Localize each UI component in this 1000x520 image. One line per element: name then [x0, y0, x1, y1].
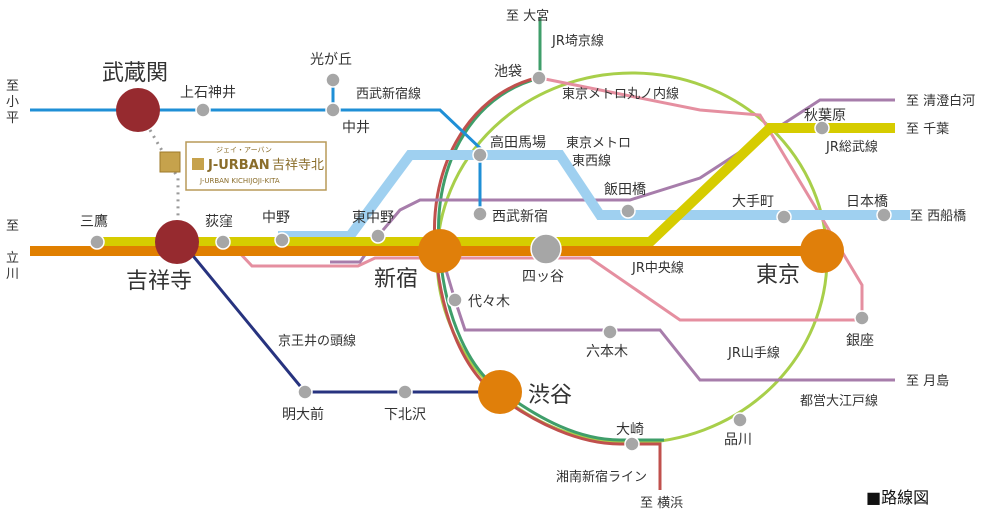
marunouchi-line-west — [233, 246, 862, 322]
station-meidaimae[interactable] — [297, 384, 313, 400]
label-seibushinjuku: 西武新宿 — [492, 208, 548, 225]
label-otemachi: 大手町 — [732, 194, 774, 210]
property-name: J-URBAN — [207, 158, 270, 173]
property-name-en: J-URBAN KICHIJOJI-KITA — [199, 177, 280, 185]
label-akihabara: 秋葉原 — [804, 108, 846, 124]
dest-tsukishima: 至 月島 — [906, 374, 949, 389]
station-shinjuku[interactable] — [418, 229, 462, 273]
station-nakai[interactable] — [325, 102, 341, 118]
line-name-oedo: 都営大江戸線 — [800, 393, 878, 409]
station-osaki[interactable] — [624, 436, 640, 452]
label-shinagawa: 品川 — [724, 432, 752, 448]
station-seibushinjuku[interactable] — [472, 206, 488, 222]
label-nihonbashi: 日本橋 — [846, 194, 888, 210]
label-ginza: 銀座 — [846, 333, 874, 349]
sobu-line — [92, 123, 895, 247]
station-ginza[interactable] — [854, 310, 870, 326]
station-kamishakujii[interactable] — [195, 102, 211, 118]
saikyo-line — [437, 18, 664, 442]
label-yoyogi: 代々木 — [468, 294, 510, 310]
label-roppongi: 六本木 — [586, 344, 628, 360]
label-ikebukuro: 池袋 — [494, 64, 522, 80]
station-shibuya[interactable] — [478, 370, 522, 414]
line-name-inokashira: 京王井の頭線 — [278, 333, 356, 349]
dest-kodaira-2: 小 — [6, 95, 19, 110]
station-otemachi[interactable] — [776, 209, 792, 225]
station-tokyo[interactable] — [800, 229, 844, 273]
station-ikebukuro[interactable] — [531, 70, 547, 86]
line-name-tozai-1: 東京メトロ — [566, 135, 631, 151]
station-shinagawa[interactable] — [732, 412, 748, 428]
dest-kiyosumi: 至 清澄白河 — [906, 93, 975, 109]
label-takadanobaba: 高田馬場 — [490, 134, 546, 151]
dest-chiba: 至 千葉 — [906, 122, 949, 137]
line-name-yamanote: JR山手線 — [727, 345, 780, 361]
station-nakano[interactable] — [274, 232, 290, 248]
dest-nishifunabashi: 至 西船橋 — [910, 209, 966, 224]
label-tokyo: 東京 — [756, 263, 800, 288]
dest-tachikawa-2: 立 — [6, 251, 19, 266]
marunouchi-line — [539, 76, 864, 318]
dotted-connector — [148, 129, 180, 228]
property-ruby: ジェイ・アーバン — [216, 146, 272, 154]
dest-tachikawa-1: 至 — [6, 219, 19, 234]
oedo-line-south — [438, 249, 895, 382]
station-hikarigaoka[interactable] — [325, 72, 341, 88]
station-musashiseki[interactable] — [116, 88, 160, 132]
dest-kodaira-3: 平 — [6, 111, 19, 126]
station-higashinakano[interactable] — [370, 228, 386, 244]
label-shinjuku: 新宿 — [374, 267, 418, 292]
label-musashiseki: 武蔵関 — [102, 61, 168, 86]
station-nihonbashi[interactable] — [876, 207, 892, 223]
station-roppongi[interactable] — [602, 324, 618, 340]
dest-tachikawa-3: 川 — [6, 267, 19, 282]
label-nakano: 中野 — [262, 210, 290, 226]
label-yotsuya: 四ッ谷 — [522, 269, 564, 285]
label-shimokitazawa: 下北沢 — [384, 407, 426, 423]
label-kichijoji: 吉祥寺 — [126, 269, 192, 294]
label-hikarigaoka: 光が丘 — [310, 52, 352, 68]
station-mitaka[interactable] — [89, 234, 105, 250]
seibu-shinjuku-line — [30, 108, 482, 214]
station-akihabara[interactable] — [814, 120, 830, 136]
label-ogikubo: 荻窪 — [205, 213, 233, 230]
line-name-tozai-2: 東西線 — [572, 153, 611, 169]
label-iidabashi: 飯田橋 — [604, 181, 646, 198]
dest-kodaira-1: 至 — [6, 79, 19, 94]
line-name-seibu-shinjuku: 西武新宿線 — [356, 86, 421, 102]
line-name-marunouchi: 東京メトロ丸ノ内線 — [562, 86, 679, 102]
station-ogikubo[interactable] — [215, 234, 231, 250]
station-takadanobaba[interactable] — [472, 147, 488, 163]
label-kamishakujii: 上石神井 — [180, 85, 236, 101]
line-name-shonan-shinjuku: 湘南新宿ライン — [556, 469, 647, 485]
line-name-sobu: JR総武線 — [825, 139, 878, 155]
label-mitaka: 三鷹 — [80, 214, 108, 230]
property-marker[interactable]: ジェイ・アーバン J-URBAN 吉祥寺北 J-URBAN KICHIJOJI-… — [159, 141, 327, 191]
label-meidaimae: 明大前 — [282, 406, 324, 423]
map-legend-title: ■路線図 — [866, 488, 930, 507]
dest-yokohama: 至 横浜 — [640, 496, 683, 511]
label-higashinakano: 東中野 — [352, 210, 394, 226]
station-yotsuya[interactable] — [530, 233, 562, 265]
station-kichijoji[interactable] — [155, 220, 199, 264]
label-osaki: 大崎 — [616, 422, 644, 438]
line-name-chuo: JR中央線 — [631, 260, 684, 276]
label-nakai: 中井 — [342, 120, 370, 136]
line-name-saikyo: JR埼京線 — [551, 33, 604, 49]
label-shibuya: 渋谷 — [528, 383, 572, 408]
dest-omiya: 至 大宮 — [506, 8, 549, 24]
station-iidabashi[interactable] — [620, 203, 636, 219]
property-name-jp: 吉祥寺北 — [272, 158, 324, 173]
station-yoyogi[interactable] — [447, 292, 463, 308]
station-shimokitazawa[interactable] — [397, 384, 413, 400]
